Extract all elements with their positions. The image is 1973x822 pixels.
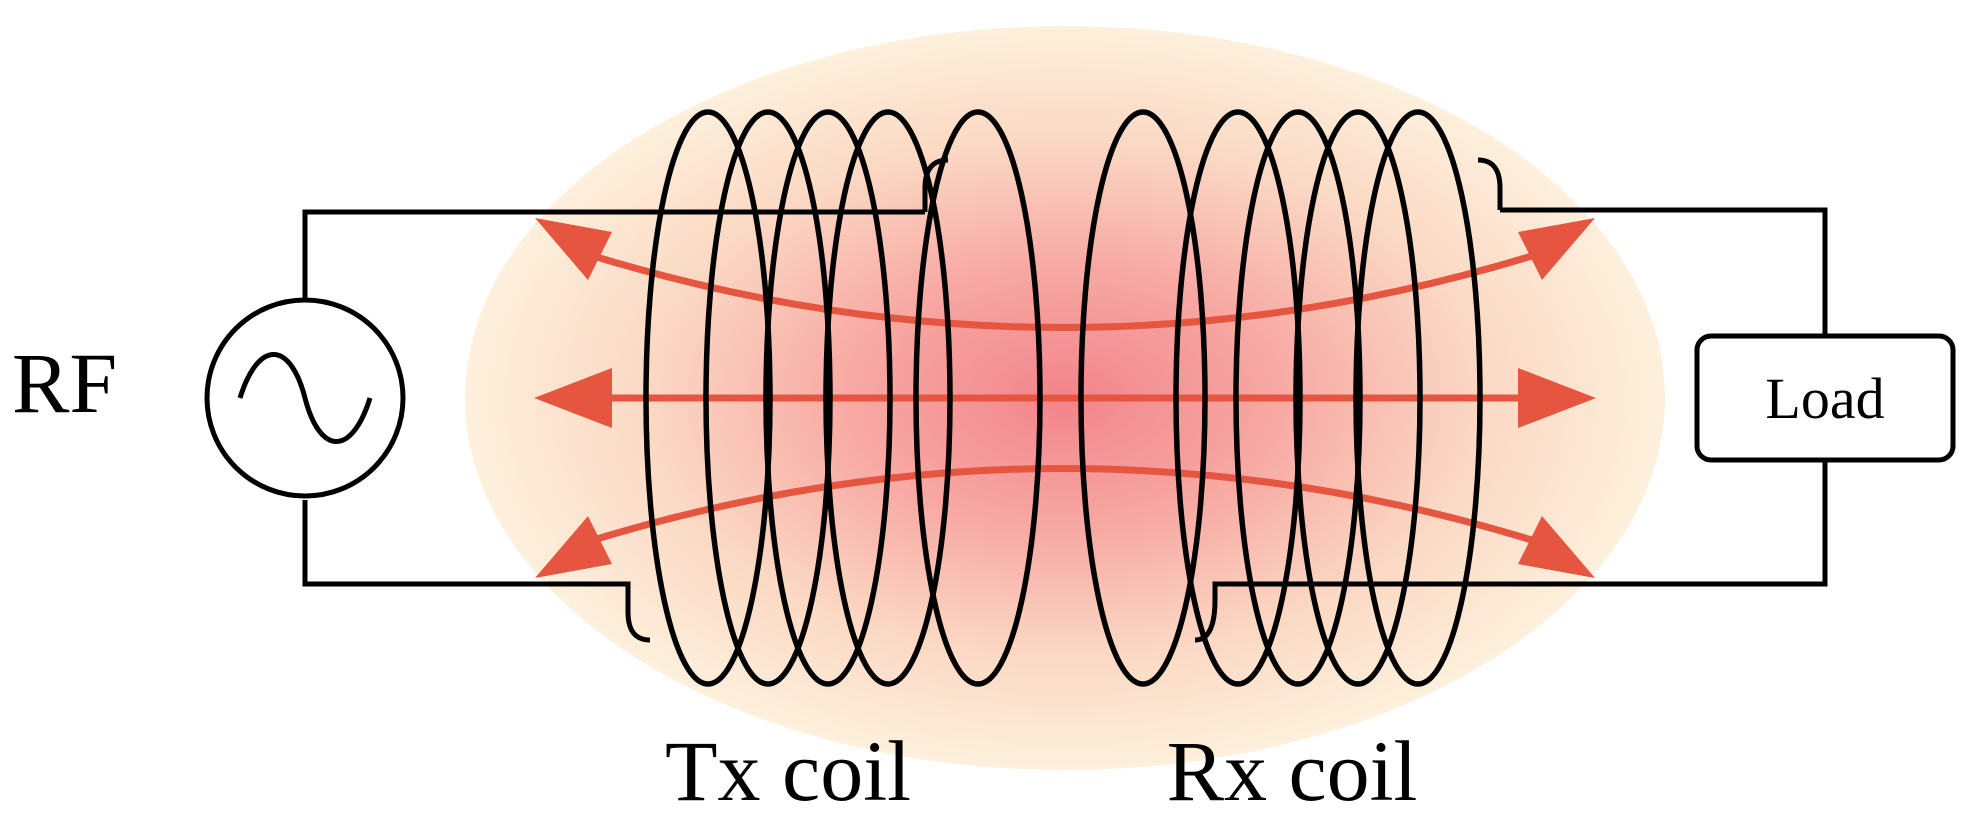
rx-coil-turn [1233, 109, 1363, 687]
load-circuit-wires [1212, 207, 1828, 600]
tx-coil-turn [823, 109, 953, 687]
arrow-head-middle-right [1518, 368, 1596, 428]
arrow-head-bottom-left [535, 516, 612, 578]
arrow-head-middle-left [534, 368, 612, 428]
tx-coil [643, 109, 1043, 687]
load-label: Load [1765, 366, 1884, 431]
arrow-head-top-left [535, 218, 612, 280]
source-label: RF [12, 335, 117, 431]
ac-sine-source-icon [204, 297, 406, 499]
rx-coil-turn [1173, 109, 1303, 687]
tx-coil-label: Tx coil [665, 723, 911, 819]
tx-coil-turn [763, 109, 893, 687]
rx-coil-label: Rx coil [1167, 723, 1418, 819]
arrow-head-bottom-right [1518, 516, 1595, 578]
load-box [1694, 333, 1956, 463]
rx-coil-turn [1078, 109, 1208, 687]
coil-leads [625, 157, 1503, 643]
field-line-top [586, 251, 1539, 331]
tx-coil-turn [913, 109, 1043, 687]
tx-coil-turn [703, 109, 833, 687]
rx-coil [1078, 109, 1483, 687]
rx-coil-turn [1353, 109, 1483, 687]
tx-coil-turn [643, 109, 773, 687]
field-line-bottom [586, 465, 1539, 545]
field-lines [534, 218, 1596, 578]
arrow-head-top-right [1518, 218, 1595, 280]
rx-coil-turn [1293, 109, 1423, 687]
